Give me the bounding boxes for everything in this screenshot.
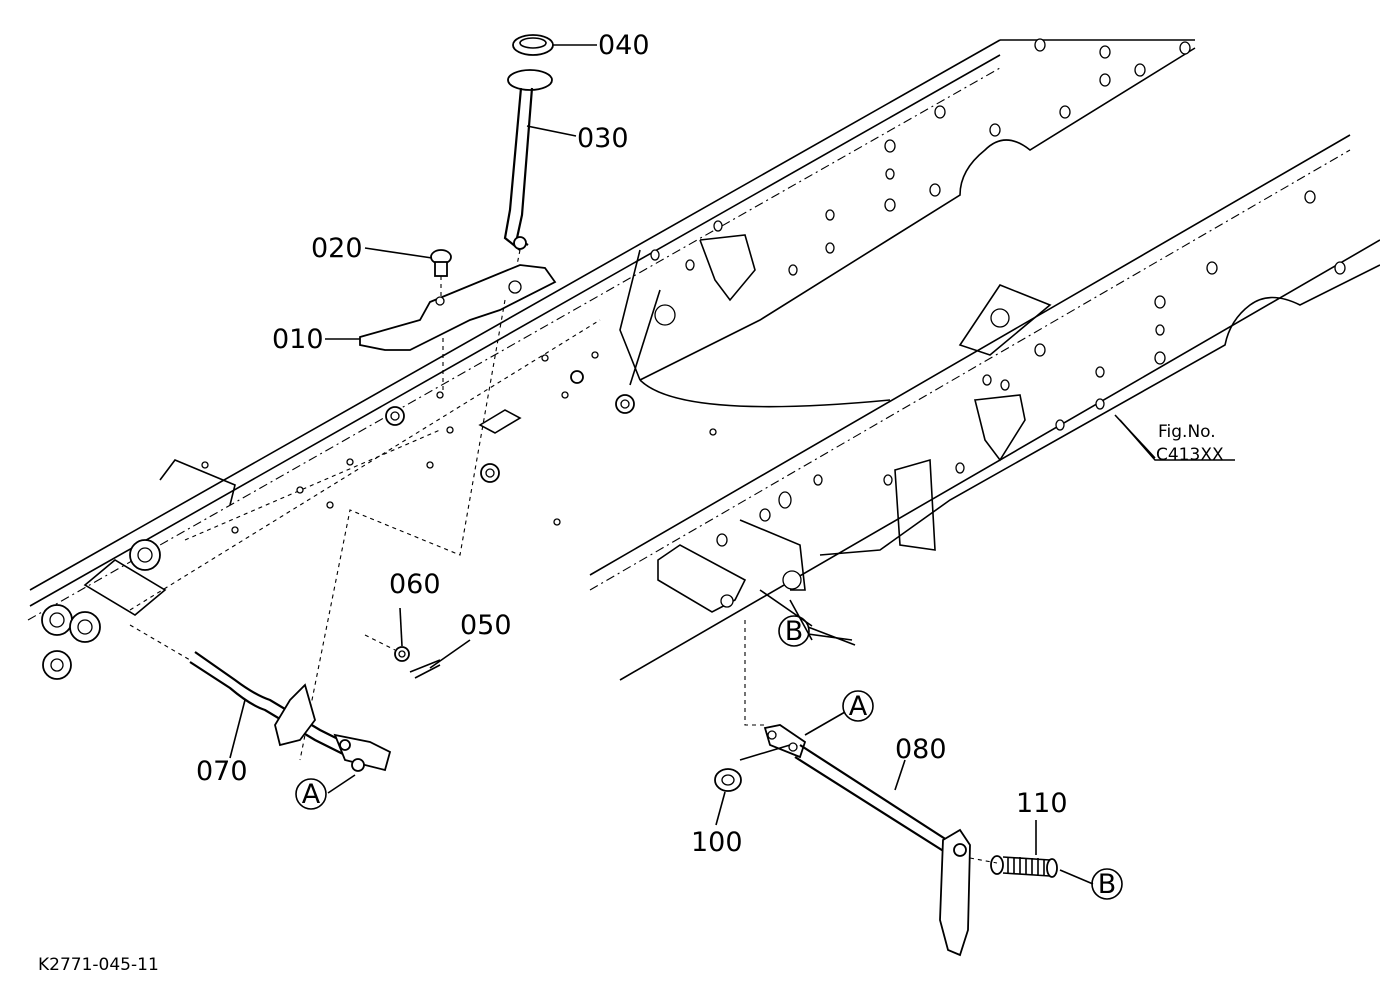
label-080: 080 [895, 734, 947, 765]
drawing-code: K2771-045-11 [38, 955, 159, 975]
label-050: 050 [460, 610, 512, 641]
part-060-washer [394, 646, 410, 662]
part-040-knob [507, 34, 554, 91]
label-070: 070 [196, 756, 248, 787]
part-110-spring [969, 855, 1058, 878]
left-frame-rail [27, 38, 1196, 621]
svg-text:B: B [1098, 869, 1117, 900]
part-050-pin [409, 659, 441, 679]
frame-nuts [41, 370, 635, 680]
floor-slot [478, 409, 522, 434]
ref-marker-a-upper: A [842, 690, 874, 722]
label-110: 110 [1016, 788, 1068, 819]
ref-marker-b-frame: B [778, 615, 810, 647]
part-010-bracket [359, 264, 557, 351]
part-030-rod [503, 87, 523, 251]
part-070-pedal-rod [129, 624, 392, 772]
label-030: 030 [577, 123, 629, 154]
svg-text:A: A [302, 779, 321, 810]
fig-ref-line2: C413XX [1156, 445, 1224, 465]
part-020-bolt [430, 249, 452, 395]
label-010: 010 [272, 324, 324, 355]
part-080-lever [744, 620, 971, 957]
label-020: 020 [311, 233, 363, 264]
label-100: 100 [691, 827, 743, 858]
right-frame-rail [589, 134, 1380, 681]
left-rail-holes [650, 38, 1191, 276]
floor-plate-holes [201, 351, 717, 534]
part-100-collar [714, 768, 742, 792]
ref-marker-b-spring: B [1091, 868, 1123, 900]
fig-ref-line1: Fig.No. [1158, 422, 1216, 442]
label-040: 040 [598, 30, 650, 61]
right-rail-holes [716, 190, 1346, 547]
svg-text:B: B [785, 616, 804, 647]
svg-text:A: A [849, 691, 868, 722]
ref-marker-a-lower: A [295, 778, 327, 810]
label-060: 060 [389, 569, 441, 600]
